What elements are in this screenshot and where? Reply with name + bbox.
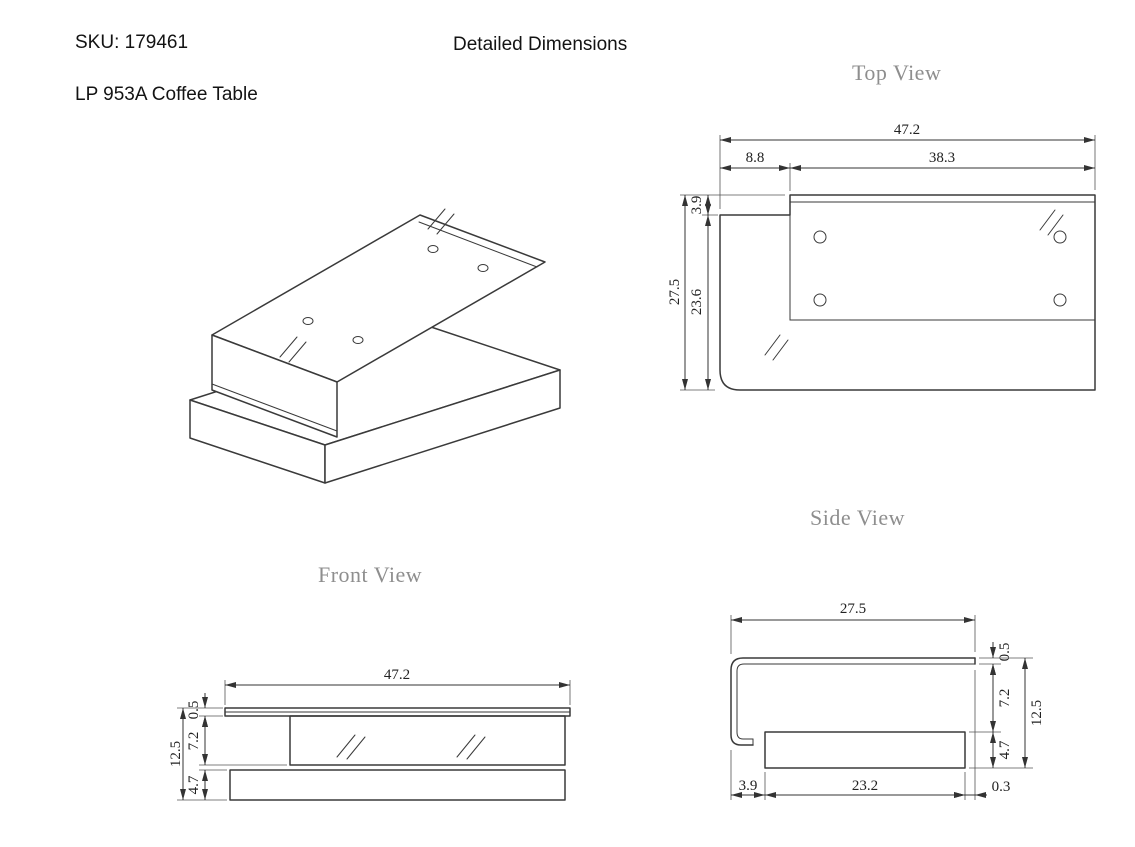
front-view-label: Front View	[318, 562, 423, 587]
isometric-view-svg	[189, 208, 561, 484]
dim-top-shelf-width: 38.3	[929, 150, 955, 166]
side-view-label: Side View	[810, 505, 906, 530]
front-view-part	[224, 707, 571, 801]
side-view-svg: 27.5 0.5 7.2 4.7 12.5 3.9 23.2 0.3	[730, 601, 1045, 800]
dim-side-base-height: 4.7	[997, 740, 1013, 759]
glass-marks-front	[336, 734, 486, 760]
side-view-part	[730, 657, 976, 769]
top-view-part	[719, 194, 1096, 391]
dim-side-overall-depth: 27.5	[840, 601, 866, 617]
dim-side-top-thickness: 0.5	[997, 643, 1013, 662]
dim-top-left-offset: 8.8	[746, 150, 765, 166]
top-view-label: Top View	[852, 60, 942, 85]
shelf-holes-iso	[302, 245, 489, 344]
dim-top-lip-depth: 3.9	[689, 196, 705, 215]
dim-front-overall-height: 12.5	[168, 741, 184, 767]
dim-front-shelf-height: 7.2	[186, 732, 202, 751]
front-view-dimensions: 47.2 0.5 7.2 4.7 12.5	[168, 667, 571, 801]
dim-side-overall-height: 12.5	[1029, 700, 1045, 726]
page-title: Detailed Dimensions	[453, 34, 628, 55]
front-view-svg: 47.2 0.5 7.2 4.7 12.5	[168, 667, 571, 801]
product-name: LP 953A Coffee Table	[75, 84, 258, 105]
top-view-dimensions: 47.2 8.8 38.3 27.5 3.9 23.6	[667, 122, 1096, 391]
glass-marks-top	[764, 209, 1064, 361]
dim-side-front-offset: 3.9	[739, 778, 758, 794]
dim-front-top-thickness: 0.5	[186, 701, 202, 720]
top-view-svg: 47.2 8.8 38.3 27.5 3.9 23.6	[667, 122, 1096, 391]
dim-side-shelf-height: 7.2	[997, 689, 1013, 708]
isometric-bent-top	[211, 208, 546, 438]
dim-side-back-offset: 0.3	[992, 779, 1011, 795]
dim-front-overall-width: 47.2	[384, 667, 410, 683]
sku-label: SKU: 179461	[75, 32, 189, 53]
side-view-dimensions: 27.5 0.5 7.2 4.7 12.5 3.9 23.2 0.3	[730, 601, 1045, 800]
dim-front-base-height: 4.7	[186, 775, 202, 794]
dim-top-overall-width: 47.2	[894, 122, 920, 138]
dim-top-shelf-depth: 23.6	[689, 288, 705, 315]
dim-top-overall-depth: 27.5	[667, 279, 683, 305]
dim-side-base-depth: 23.2	[852, 778, 878, 794]
glass-marks-iso	[279, 208, 455, 363]
